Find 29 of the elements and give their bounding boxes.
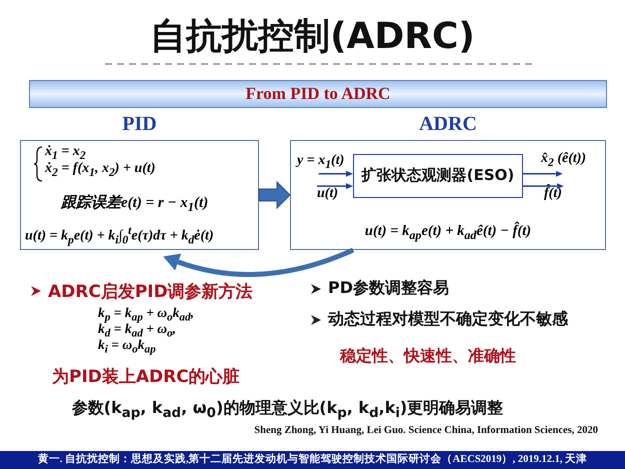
text-line: Sheng Zhong, Yi Huang, Lei Guo. Science China, Information Sciences, 2020: [253, 425, 598, 436]
footer-band: 黄一. 自抗扰控制：思想及实践,第十二届先进发动机与智能驾驶控制技术国际研讨会（AECS2019）, 2019.12.1, 天津: [0, 451, 625, 469]
formula: ẋ$_{1}$ = x$_{2}$: [45, 144, 86, 162]
formula: u(t) = k$_{ap}$e(t) + k$_{ad}$ê(t) − f̂(t): [364, 223, 532, 243]
observer-box: 扩张状态观测器(ESO): [353, 154, 523, 198]
formula: ẋ$_{2}$ = f(x$_{1}$, x$_{2}$) + u(t): [45, 161, 156, 179]
banner: From PID to ADRC: [29, 80, 607, 108]
arrow: [523, 170, 563, 177]
bullet-text: ADRC启发PID调参新方法: [48, 281, 253, 303]
formula: k$_{p}$ = k$_{ap}$ + ω$_{o}$k$_{ad}$,: [98, 305, 194, 324]
bullet-text: 动态过程对模型不确定变化不敏感: [328, 309, 568, 330]
arrow: [258, 180, 291, 210]
signal-label: f̂(t): [544, 186, 580, 206]
arrow: [318, 170, 353, 177]
text-line: 稳定性、快速性、准确性: [340, 346, 516, 367]
bullet-text: PD参数调整容易: [328, 278, 450, 299]
signal-label: x̂$_{2}$ (ê(t)): [541, 151, 605, 174]
text-line: 为PID装上ADRC的心脏: [52, 366, 240, 388]
formula: u(t) = k$_{p}$e(t) + k$_{i}$∫$_{0}$$^{t}$e(τ)dτ + k$_{d}$ė(t): [25, 224, 214, 246]
signal-label: u(t): [317, 186, 353, 206]
arrow: [317, 183, 353, 190]
arrow: [523, 183, 564, 190]
panel-heading: PID: [121, 113, 158, 136]
formula: 跟踪误差e(t) = r − x$_{1}$(t): [61, 193, 208, 215]
arrow: [162, 248, 354, 277]
panel-heading: ADRC: [418, 113, 478, 136]
title: 自抗扰控制(ADRC): [149, 15, 476, 59]
text-line: 参数(k$_{ap}$, k$_{ad}$, ω$_{0}$)的物理意义比(k$_{p}$, k$_{d}$,k$_{i}$)更明确易调整: [70, 398, 504, 422]
formula: k$_{i}$ = ω$_{o}$k$_{ap}$: [98, 337, 156, 356]
